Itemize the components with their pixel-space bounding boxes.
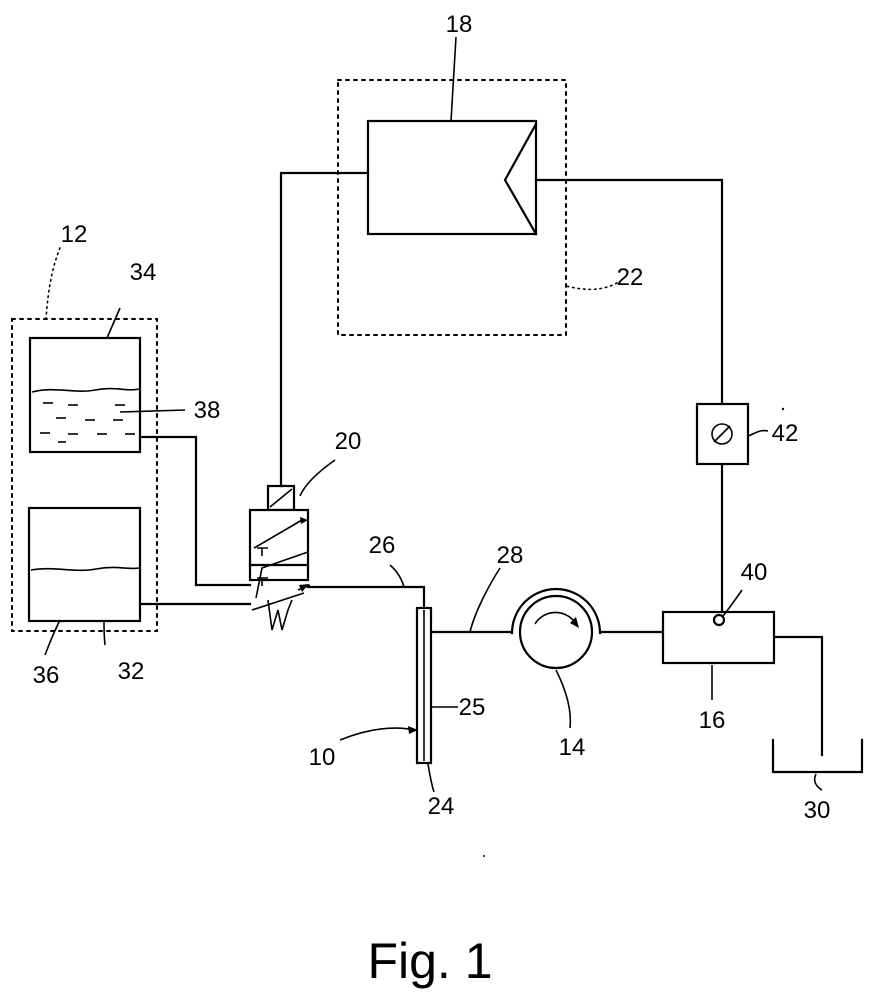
label-36: 36 [33, 662, 60, 689]
scan-speck [782, 408, 784, 410]
figure-caption: Fig. 1 [367, 933, 492, 989]
label-14: 14 [559, 734, 586, 761]
unit-18 [368, 121, 536, 234]
label-30: 30 [804, 797, 831, 824]
label-16: 16 [699, 707, 726, 734]
label-28: 28 [497, 542, 524, 569]
reservoir-32 [29, 508, 140, 621]
label-12: 12 [61, 221, 88, 248]
valve-20 [250, 486, 310, 630]
container-30 [773, 740, 862, 772]
label-38: 38 [194, 397, 221, 424]
reservoir-34 [30, 338, 140, 452]
scan-speck [483, 855, 485, 857]
label-10: 10 [309, 744, 336, 771]
label-42: 42 [772, 420, 799, 447]
element-10 [417, 608, 431, 763]
element-16 [663, 612, 774, 663]
label-26: 26 [369, 532, 396, 559]
label-32: 32 [118, 658, 145, 685]
label-20: 20 [335, 428, 362, 455]
label-22: 22 [617, 264, 644, 291]
pump-14 [512, 589, 600, 668]
meter-42 [697, 404, 748, 464]
label-25: 25 [459, 694, 486, 721]
label-18: 18 [446, 11, 473, 38]
label-24: 24 [428, 793, 455, 820]
label-40: 40 [741, 559, 768, 586]
label-34: 34 [130, 259, 157, 286]
